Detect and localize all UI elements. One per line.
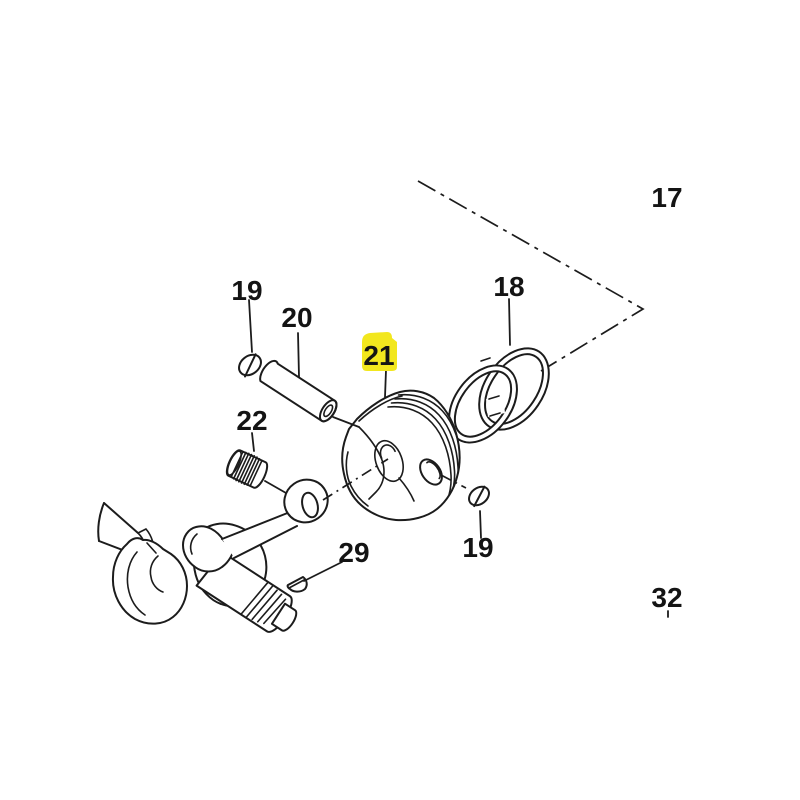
callout-19-top[interactable]: 19	[231, 275, 262, 306]
cylinder-centerline	[417, 180, 645, 372]
pin-axis-centerline	[322, 458, 467, 501]
woodruff-key-drawing	[286, 576, 308, 593]
part-label-21[interactable]: 21	[363, 340, 394, 371]
callout-17[interactable]: 17	[651, 182, 682, 213]
callout-22[interactable]: 22	[236, 405, 267, 436]
part-label-32[interactable]: 32	[651, 582, 682, 613]
callout-18[interactable]: 18	[493, 271, 524, 302]
part-label-20[interactable]: 20	[281, 302, 312, 333]
piston-ring-set-drawing	[448, 347, 550, 444]
callout-32[interactable]: 32	[651, 582, 682, 613]
part-label-18[interactable]: 18	[493, 271, 524, 302]
part-label-29[interactable]: 29	[338, 537, 369, 568]
part-label-17[interactable]: 17	[651, 182, 682, 213]
callout-21-highlighted[interactable]: 21	[362, 332, 397, 371]
highlight-marker-21	[362, 332, 397, 371]
callout-19-bottom[interactable]: 19	[462, 532, 493, 563]
part-label-19-bottom[interactable]: 19	[462, 532, 493, 563]
leader-lines	[248, 298, 669, 618]
connecting-rod-drawing	[182, 478, 329, 573]
circlip-top-drawing	[238, 353, 262, 378]
needle-bearing-drawing	[225, 449, 269, 489]
part-label-19-top[interactable]: 19	[231, 275, 262, 306]
part-label-22[interactable]: 22	[236, 405, 267, 436]
piston-pin-drawing	[259, 359, 338, 423]
piston-drawing	[341, 389, 461, 522]
circlip-bottom-drawing	[468, 485, 490, 508]
callout-29[interactable]: 29	[338, 537, 369, 568]
callout-20[interactable]: 20	[281, 302, 312, 333]
